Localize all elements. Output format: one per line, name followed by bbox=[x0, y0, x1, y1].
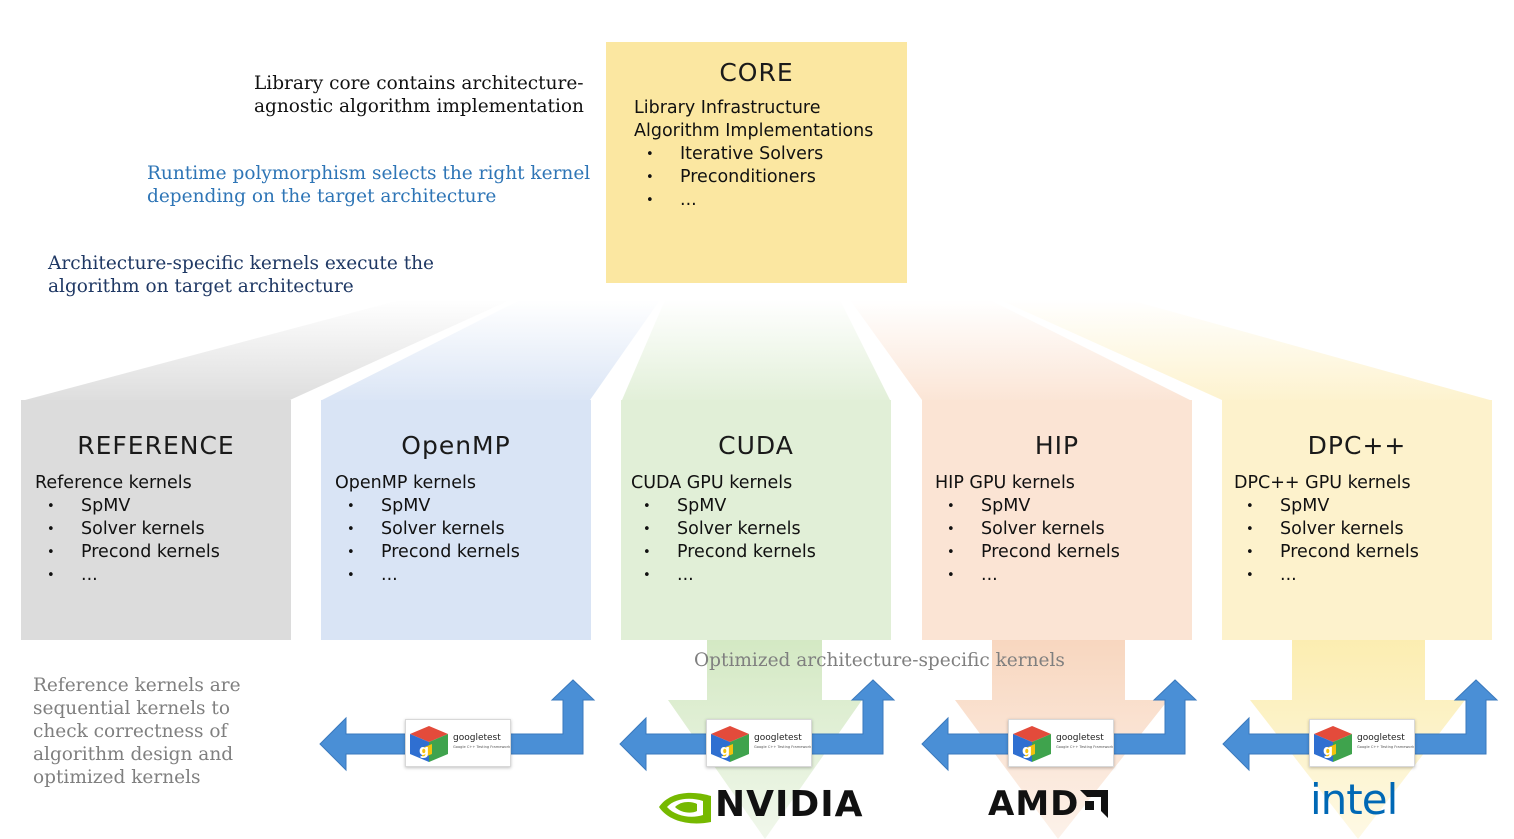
reference-title: REFERENCE bbox=[77, 431, 235, 460]
fan-dpcpp bbox=[1000, 300, 1490, 400]
core-line: Algorithm Implementations bbox=[634, 121, 874, 141]
core-box: CORE Library Infrastructure Algorithm Im… bbox=[606, 42, 907, 283]
kernel-bullet: SpMV bbox=[335, 495, 520, 518]
hip-bullet-list: SpMV Solver kernels Precond kernels ... bbox=[935, 495, 1120, 587]
test-arrow-hip bbox=[921, 679, 1198, 772]
googletest-sublabel: Google C++ Testing Framework bbox=[1357, 745, 1415, 749]
core-bullet: Iterative Solvers bbox=[634, 143, 873, 166]
cuda-box: CUDA CUDA GPU kernels SpMV Solver kernel… bbox=[621, 400, 891, 640]
polymorphism-note: Runtime polymorphism selects the right k… bbox=[147, 163, 591, 207]
hip-heading: HIP GPU kernels bbox=[935, 473, 1075, 493]
kernel-bullet: Solver kernels bbox=[35, 518, 220, 541]
openmp-title: OpenMP bbox=[401, 431, 511, 460]
googletest-sublabel: Google C++ Testing Framework bbox=[453, 745, 511, 749]
hip-content: HIP GPU kernels SpMV Solver kernels Prec… bbox=[935, 472, 1120, 587]
fan-reference bbox=[25, 300, 510, 400]
dpcpp-bullet-list: SpMV Solver kernels Precond kernels ... bbox=[1234, 495, 1419, 587]
kernel-bullet: Precond kernels bbox=[35, 541, 220, 564]
core-bullet: ... bbox=[634, 189, 873, 212]
kernel-bullet: ... bbox=[35, 564, 220, 587]
kernel-bullet: Solver kernels bbox=[631, 518, 816, 541]
svg-text:g: g bbox=[419, 743, 429, 759]
googletest-cube-icon: g bbox=[410, 726, 448, 762]
googletest-sublabel: Google C++ Testing Framework bbox=[754, 745, 812, 749]
hip-box: HIP HIP GPU kernels SpMV Solver kernels … bbox=[922, 400, 1192, 640]
fan-cuda bbox=[622, 300, 890, 400]
core-note: Library core contains architecture- agno… bbox=[254, 73, 584, 117]
googletest-badge-hip: g googletest Google C++ Testing Framewor… bbox=[1008, 719, 1114, 767]
amd-logo: AMD bbox=[988, 784, 1080, 824]
cuda-heading: CUDA GPU kernels bbox=[631, 473, 793, 493]
test-arrow-cuda bbox=[619, 679, 896, 772]
reference-note: Reference kernels are sequential kernels… bbox=[33, 675, 241, 788]
reference-heading: Reference kernels bbox=[35, 473, 192, 493]
googletest-label: googletest bbox=[1056, 733, 1104, 743]
optimized-note: Optimized architecture-specific kernels bbox=[694, 650, 1065, 671]
googletest-badge-dpcpp: g googletest Google C++ Testing Framewor… bbox=[1309, 719, 1415, 767]
intel-logo: intel bbox=[1310, 775, 1398, 824]
core-bullet-list: Iterative Solvers Preconditioners ... bbox=[634, 143, 873, 212]
hip-title: HIP bbox=[1034, 431, 1080, 460]
kernel-bullet: ... bbox=[631, 564, 816, 587]
core-content: Library Infrastructure Algorithm Impleme… bbox=[634, 97, 873, 212]
dpcpp-box: DPC++ DPC++ GPU kernels SpMV Solver kern… bbox=[1222, 400, 1492, 640]
fan-openmp bbox=[322, 300, 660, 400]
core-line: Library Infrastructure bbox=[634, 98, 821, 118]
cuda-title: CUDA bbox=[718, 431, 794, 460]
svg-text:g: g bbox=[1022, 743, 1032, 759]
fan-hip bbox=[850, 300, 1190, 400]
cuda-bullet-list: SpMV Solver kernels Precond kernels ... bbox=[631, 495, 816, 587]
googletest-cube-icon: g bbox=[1013, 726, 1051, 762]
googletest-badge-openmp: g googletest Google C++ Testing Framewor… bbox=[405, 719, 511, 767]
amd-arrow-icon bbox=[1080, 790, 1108, 818]
reference-box: REFERENCE Reference kernels SpMV Solver … bbox=[21, 400, 291, 640]
kernel-bullet: Precond kernels bbox=[1234, 541, 1419, 564]
googletest-label: googletest bbox=[453, 733, 501, 743]
reference-content: Reference kernels SpMV Solver kernels Pr… bbox=[35, 472, 220, 587]
architecture-note: Architecture-specific kernels execute th… bbox=[48, 253, 434, 297]
googletest-label: googletest bbox=[754, 733, 802, 743]
reference-bullet-list: SpMV Solver kernels Precond kernels ... bbox=[35, 495, 220, 587]
googletest-label: googletest bbox=[1357, 733, 1405, 743]
nvidia-logo: NVIDIA bbox=[715, 784, 864, 825]
kernel-bullet: SpMV bbox=[1234, 495, 1419, 518]
googletest-badge-cuda: g googletest Google C++ Testing Framewor… bbox=[706, 719, 812, 767]
test-arrow-dpcpp bbox=[1222, 679, 1499, 772]
kernel-bullet: ... bbox=[935, 564, 1120, 587]
kernel-bullet: Solver kernels bbox=[335, 518, 520, 541]
kernel-bullet: Precond kernels bbox=[335, 541, 520, 564]
dpcpp-title: DPC++ bbox=[1307, 431, 1407, 460]
googletest-cube-icon: g bbox=[1314, 726, 1352, 762]
openmp-content: OpenMP kernels SpMV Solver kernels Preco… bbox=[335, 472, 520, 587]
cuda-content: CUDA GPU kernels SpMV Solver kernels Pre… bbox=[631, 472, 816, 587]
kernel-bullet: SpMV bbox=[935, 495, 1120, 518]
dpcpp-heading: DPC++ GPU kernels bbox=[1234, 473, 1411, 493]
kernel-bullet: Precond kernels bbox=[631, 541, 816, 564]
openmp-bullet-list: SpMV Solver kernels Precond kernels ... bbox=[335, 495, 520, 587]
openmp-box: OpenMP OpenMP kernels SpMV Solver kernel… bbox=[321, 400, 591, 640]
core-title: CORE bbox=[719, 58, 794, 87]
core-bullet: Preconditioners bbox=[634, 166, 873, 189]
kernel-bullet: Precond kernels bbox=[935, 541, 1120, 564]
test-arrow-openmp bbox=[319, 679, 596, 772]
kernel-bullet: SpMV bbox=[35, 495, 220, 518]
svg-text:g: g bbox=[720, 743, 730, 759]
kernel-bullet: ... bbox=[1234, 564, 1419, 587]
openmp-heading: OpenMP kernels bbox=[335, 473, 476, 493]
googletest-cube-icon: g bbox=[711, 726, 749, 762]
kernel-bullet: Solver kernels bbox=[935, 518, 1120, 541]
dpcpp-content: DPC++ GPU kernels SpMV Solver kernels Pr… bbox=[1234, 472, 1419, 587]
kernel-bullet: ... bbox=[335, 564, 520, 587]
googletest-sublabel: Google C++ Testing Framework bbox=[1056, 745, 1114, 749]
nvidia-eye-icon bbox=[659, 792, 711, 824]
kernel-bullet: Solver kernels bbox=[1234, 518, 1419, 541]
kernel-bullet: SpMV bbox=[631, 495, 816, 518]
svg-text:g: g bbox=[1323, 743, 1333, 759]
